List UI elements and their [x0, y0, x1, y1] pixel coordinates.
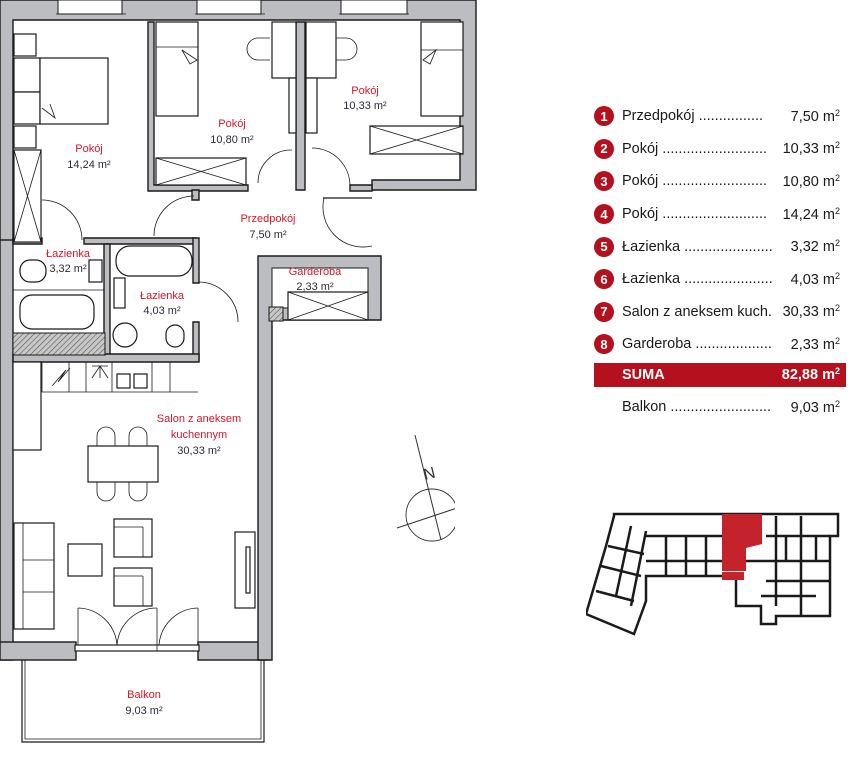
- legend-sum-row: SUMA 82,88 m2: [594, 362, 846, 387]
- compass-north-label: N: [422, 465, 437, 484]
- room-number-badge: 2: [594, 138, 614, 159]
- legend-row: 6 Łazienka ...................... 4,03 m…: [594, 263, 846, 296]
- room-name: Pokój: [218, 118, 246, 130]
- room-area: 14,24 m²: [67, 159, 111, 171]
- room-name: Łazienka: [140, 290, 185, 302]
- legend-room-name: Garderoba ...................: [622, 336, 772, 353]
- legend-room-area: 10,33 m2: [778, 140, 840, 158]
- shaft: [12, 332, 106, 356]
- legend-row: 4 Pokój .......................... 14,24…: [594, 198, 846, 231]
- room-area: 2,33 m²: [296, 281, 334, 293]
- legend-balcony-area: 9,03 m2: [786, 398, 840, 416]
- room-area: 9,03 m²: [125, 705, 163, 717]
- room-area: 10,80 m²: [210, 134, 254, 146]
- room-area: 30,33 m²: [177, 445, 221, 457]
- windows: [56, 0, 409, 15]
- balcony-doors: [74, 607, 200, 652]
- legend-room-area: 4,03 m2: [786, 270, 840, 288]
- building-key-plan: [586, 512, 840, 636]
- legend-row: 5 Łazienka ...................... 3,32 m…: [594, 230, 846, 263]
- room-name: Pokój: [351, 85, 379, 97]
- bedroom-furniture: [13, 33, 109, 243]
- room-number-badge: 1: [594, 106, 614, 127]
- room-name: kuchennym: [171, 429, 227, 441]
- living-furniture: [13, 518, 256, 630]
- legend-room-area: 30,33 m2: [778, 303, 840, 321]
- legend-room-name: Łazienka ......................: [622, 271, 773, 288]
- sum-value: 82,88 m2: [781, 366, 840, 384]
- room-number-badge: 4: [594, 204, 614, 225]
- area-legend: 1 Przedpokój ................ 7,50 m2 2 …: [594, 100, 846, 423]
- legend-row: 3 Pokój .......................... 10,80…: [594, 165, 846, 198]
- floor-plan: Pokój 14,24 m² Pokój 10,80 m² Pokój 10,3…: [0, 0, 477, 743]
- room-name: Łazienka: [46, 248, 91, 260]
- room-labels: Pokój 14,24 m² Pokój 10,80 m² Pokój 10,3…: [46, 85, 387, 717]
- room-1080-furniture: [155, 21, 297, 186]
- legend-room-name: Łazienka ......................: [622, 238, 773, 255]
- legend-row: 7 Salon z aneksem kuch. 30,33 m2: [594, 296, 846, 329]
- legend-row: 2 Pokój .......................... 10,33…: [594, 133, 846, 166]
- bathroom-403-furniture: [112, 245, 239, 348]
- kitchen-furniture: [12, 361, 198, 451]
- legend-room-area: 14,24 m2: [778, 205, 840, 223]
- room-area: 7,50 m²: [249, 229, 287, 241]
- legend-room-name: Pokój ..........................: [622, 173, 768, 190]
- legend-row: 1 Przedpokój ................ 7,50 m2: [594, 100, 846, 133]
- legend-room-name: Pokój ..........................: [622, 206, 768, 223]
- compass: N: [396, 434, 455, 542]
- legend-balcony-name: Balkon .........................: [622, 399, 772, 416]
- dining-set: [87, 426, 159, 502]
- shaft: [268, 306, 284, 322]
- bathroom-332-furniture: [13, 259, 104, 330]
- room-area: 3,32 m²: [49, 263, 87, 275]
- room-1033-furniture: [305, 21, 464, 187]
- legend-balcony-row: Balkon ......................... 9,03 m2: [594, 391, 846, 424]
- selected-apartment: [722, 514, 762, 571]
- sum-label: SUMA: [622, 366, 665, 383]
- legend-room-area: 2,33 m2: [786, 335, 840, 353]
- legend-room-area: 10,80 m2: [778, 172, 840, 190]
- room-name: Pokój: [75, 143, 103, 155]
- legend-room-area: 3,32 m2: [786, 238, 840, 256]
- room-name: Salon z aneksem: [157, 413, 241, 425]
- room-number-badge: 8: [594, 334, 614, 355]
- room-area: 4,03 m²: [143, 305, 181, 317]
- room-number-badge: 7: [594, 301, 614, 322]
- wardrobe-furniture: [287, 291, 369, 321]
- legend-room-name: Salon z aneksem kuch.: [622, 303, 772, 320]
- balcony: [21, 660, 265, 743]
- room-name: Balkon: [127, 689, 161, 701]
- legend-row: 8 Garderoba ................... 2,33 m2: [594, 328, 846, 361]
- room-number-badge: 6: [594, 269, 614, 290]
- legend-room-name: Przedpokój ................: [622, 108, 764, 125]
- room-name: Przedpokój: [240, 213, 295, 225]
- room-name: Garderoba: [289, 266, 342, 278]
- room-area: 10,33 m²: [343, 100, 387, 112]
- legend-room-name: Pokój ..........................: [622, 140, 768, 157]
- room-number-badge: 5: [594, 236, 614, 257]
- hall-doors: [153, 195, 373, 248]
- room-number-badge: 3: [594, 171, 614, 192]
- selected-balcony: [722, 572, 744, 580]
- legend-room-area: 7,50 m2: [786, 107, 840, 125]
